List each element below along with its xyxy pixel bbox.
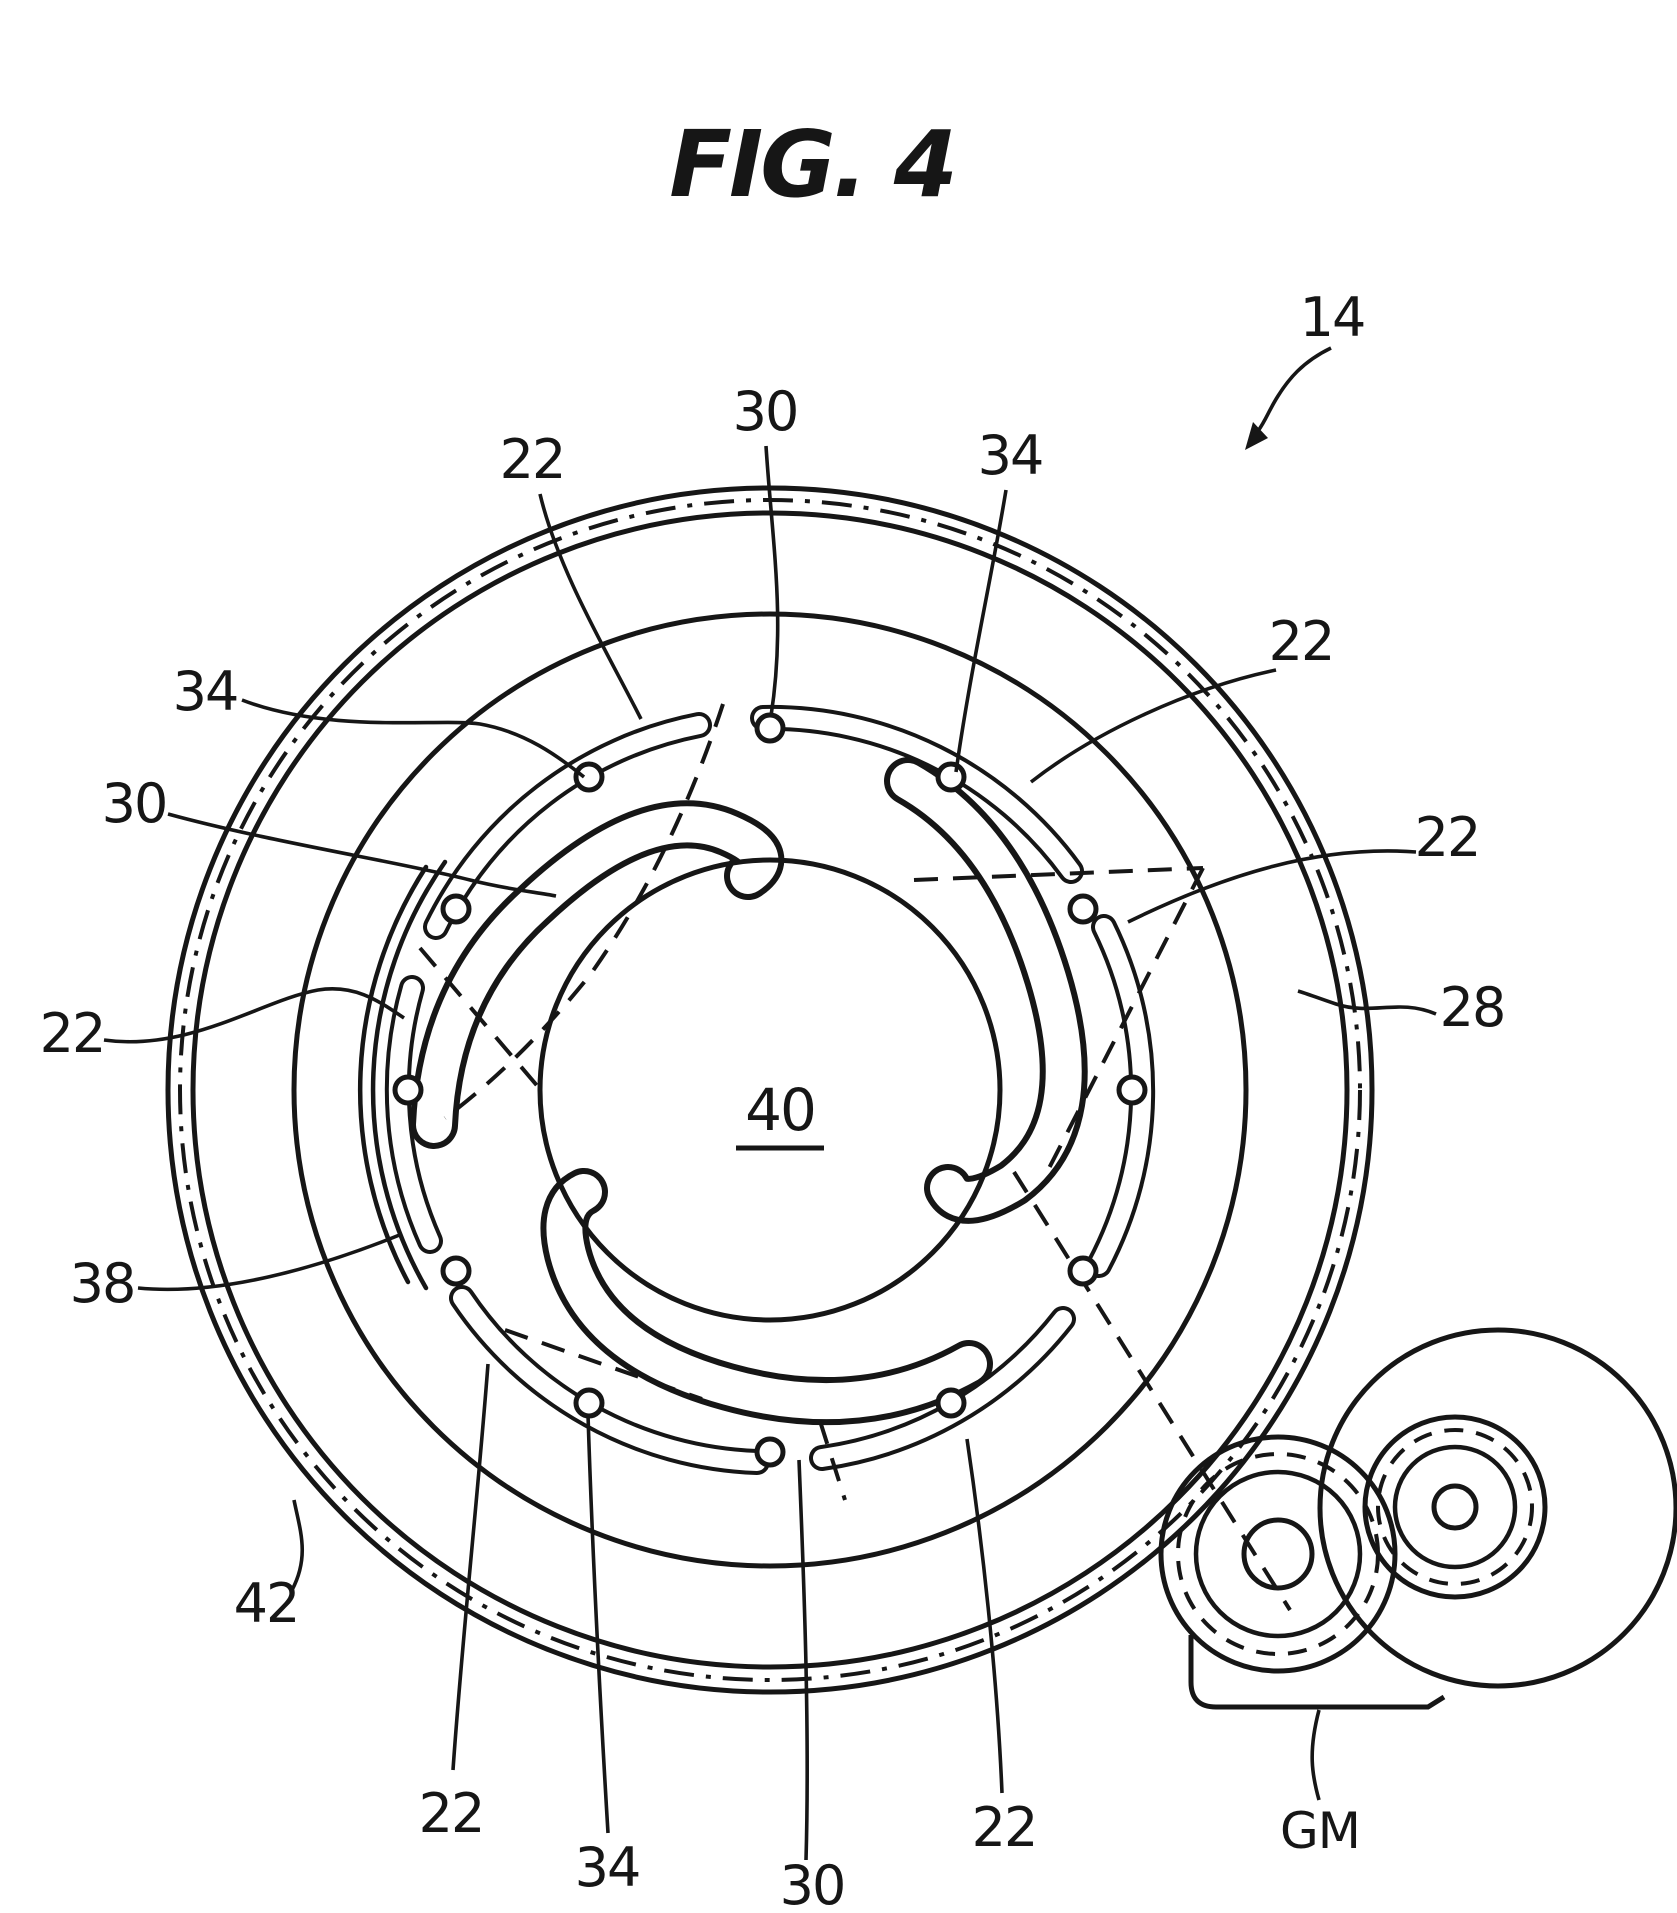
- pinion-inner: [1193, 1469, 1363, 1639]
- ref-label-22-left: 22: [40, 1002, 105, 1065]
- rivet-hole: [754, 712, 786, 744]
- ref-label-28: 28: [1440, 976, 1505, 1039]
- band-segment-fill: [754, 708, 1080, 880]
- rib-arc-outer: [357, 864, 429, 1285]
- ref-label-gm: GM: [1280, 1802, 1360, 1860]
- leader-22-bottom-left: [451, 1363, 490, 1771]
- leader-22-left: [103, 987, 405, 1044]
- leader-30-left: [167, 812, 557, 898]
- phantom-line: [418, 946, 547, 1097]
- motor-body-circle: [1317, 1327, 1677, 1689]
- ref-label-22-bottom-right: 22: [972, 1796, 1037, 1859]
- ref-label-34-left: 34: [173, 660, 238, 723]
- guide-slot-fill: [890, 763, 1082, 1218]
- motor-gear-pitch-circle: [1376, 1428, 1534, 1586]
- rivet-hole: [1067, 893, 1099, 925]
- ref-label-34-bottom: 34: [575, 1836, 640, 1899]
- leader-22-bottom-right: [965, 1438, 1004, 1794]
- labels: FIG. 4 14 30 22 34 22 22 28 34 30 22 38 …: [40, 111, 1507, 1913]
- motor-shaft-hole: [1431, 1483, 1479, 1531]
- leader-28: [1297, 989, 1437, 1016]
- leader-lines: [103, 346, 1437, 1861]
- gear-motor: [1158, 1327, 1677, 1710]
- ref-label-22-bottom-left: 22: [419, 1782, 484, 1845]
- ref-label-42: 42: [234, 1572, 299, 1635]
- rivet-hole: [754, 1436, 786, 1468]
- rib-arc-inner: [370, 859, 448, 1291]
- phantom-line: [504, 1328, 703, 1401]
- main-assembly: [165, 485, 1375, 1695]
- leader-14: [1256, 346, 1332, 433]
- ref-label-22-top-left: 22: [500, 428, 565, 491]
- rivet-hole: [573, 761, 605, 793]
- rivet-hole: [1067, 1255, 1099, 1287]
- leader-34-left: [241, 698, 586, 779]
- ref-label-30-left: 30: [102, 772, 167, 835]
- rivet-hole: [392, 1074, 424, 1106]
- ref-label-22-right-upper: 22: [1269, 610, 1334, 673]
- leader-22-right-upper: [1029, 668, 1277, 784]
- rivet-hole: [935, 1387, 967, 1419]
- leader-30-bottom: [797, 1459, 809, 1861]
- phantom-line: [913, 866, 1204, 882]
- ref-label-30-top: 30: [733, 380, 798, 443]
- guide-slot-fill: [416, 806, 779, 1143]
- mid-plate-circle: [291, 611, 1249, 1569]
- ref-label-22-right: 22: [1415, 806, 1480, 869]
- leader-38: [137, 1232, 403, 1292]
- hub-circle: [537, 857, 1003, 1323]
- leader-22-top-left: [538, 493, 643, 720]
- rivet-hole: [1116, 1074, 1148, 1106]
- guide-slot: [540, 1168, 993, 1426]
- guide-slot-fill: [546, 1174, 987, 1420]
- band-segment-fill: [427, 716, 708, 936]
- leader-gm: [1310, 1709, 1321, 1801]
- leader-30-top: [764, 445, 780, 717]
- leader-34-bottom: [586, 1414, 610, 1834]
- motor-gear-inner: [1392, 1444, 1518, 1570]
- phantom-line: [1012, 1170, 1292, 1612]
- guide-slots: [410, 757, 1088, 1426]
- rivet-hole: [573, 1387, 605, 1419]
- leader-42: [290, 1499, 305, 1591]
- rivet-hole: [440, 1255, 472, 1287]
- leader-22-right: [1127, 849, 1417, 924]
- band-segment-fill: [388, 979, 439, 1250]
- rivet-hole: [440, 893, 472, 925]
- ref-label-34-top: 34: [978, 424, 1043, 487]
- pinion-pitch-circle: [1176, 1452, 1380, 1656]
- motor-housing-base: [1188, 1635, 1446, 1710]
- phantom-lines: [418, 703, 1292, 1612]
- figure-title: FIG. 4: [669, 111, 955, 218]
- phantom-line: [1042, 867, 1205, 1179]
- rivet-holes: [392, 712, 1148, 1468]
- ref-label-38: 38: [70, 1252, 135, 1315]
- pinion-outer: [1158, 1434, 1398, 1674]
- arrowhead-14: [1245, 422, 1268, 450]
- ref-label-14: 14: [1300, 286, 1365, 349]
- rivet-hole: [935, 761, 967, 793]
- pinion-shaft-hole: [1241, 1517, 1315, 1591]
- ref-label-40: 40: [745, 1076, 815, 1144]
- phantom-line: [818, 1420, 847, 1501]
- leader-34-top: [954, 489, 1008, 773]
- ref-label-30-bottom: 30: [780, 1854, 845, 1913]
- phantom-line: [443, 703, 725, 1120]
